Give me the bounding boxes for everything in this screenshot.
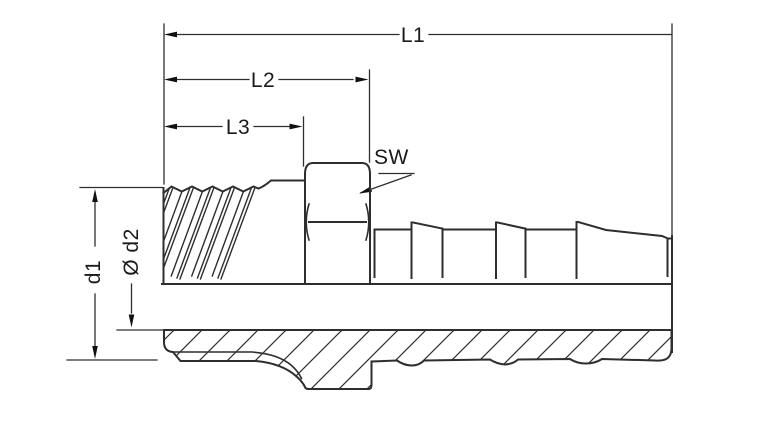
barb-taper	[496, 221, 527, 230]
thread-flank-line	[164, 191, 183, 241]
arrowhead	[92, 189, 98, 202]
thread-flank-line	[164, 186, 195, 268]
dimension-label-d2: Ø d2	[120, 228, 143, 276]
cross-section	[163, 329, 673, 390]
arrowhead	[355, 76, 369, 83]
thread-flank-line	[164, 186, 174, 213]
dimension-l3: L3	[164, 116, 305, 167]
thread-flank-line	[199, 186, 236, 280]
thread-profile	[162, 179, 306, 195]
hex-corner-arc-left	[305, 203, 310, 241]
section-hatching	[164, 330, 672, 389]
dimension-label-d1: d1	[82, 260, 105, 284]
thread-flank-lines	[164, 186, 256, 280]
thread-flank-line	[176, 188, 211, 279]
thread-root-line	[172, 351, 303, 380]
hex-corner-arc-right	[365, 203, 370, 241]
thread-flank-line	[164, 188, 191, 259]
arrowhead	[164, 31, 177, 38]
dimension-l2: L2	[164, 69, 371, 163]
barb-taper	[411, 221, 444, 230]
hex-top-edge	[303, 162, 372, 176]
dimension-label-sw: SW	[374, 146, 409, 169]
barb-taper-long	[576, 220, 673, 240]
dimension-lines: L1 L2 L3 d1	[66, 23, 673, 361]
thread-flank-line	[196, 188, 232, 279]
arrowhead	[92, 346, 98, 359]
thread-flank-line	[170, 191, 204, 277]
arrowhead	[128, 314, 135, 328]
dimension-label-l2: L2	[251, 69, 275, 92]
dimension-l1: L1	[163, 23, 673, 237]
dimension-d2: Ø d2	[116, 228, 165, 331]
label-sw: SW	[359, 146, 415, 194]
thread-flank-line	[190, 191, 224, 277]
dimension-d1: d1	[66, 186, 163, 361]
arrowhead	[164, 76, 177, 83]
arrowhead	[359, 186, 373, 194]
thread-flank-line	[217, 188, 252, 279]
thread-flank-line	[211, 191, 245, 277]
barb-section	[373, 220, 673, 353]
arrowhead	[289, 123, 303, 130]
thread-flank-line	[179, 186, 215, 280]
arrowhead	[164, 123, 177, 130]
hex-section	[303, 162, 372, 285]
section-outline	[163, 329, 673, 390]
fitting-body	[161, 162, 673, 353]
dimension-label-l1: L1	[401, 24, 425, 47]
dimension-label-l3: L3	[226, 116, 250, 139]
thread-flank-line	[220, 186, 256, 280]
